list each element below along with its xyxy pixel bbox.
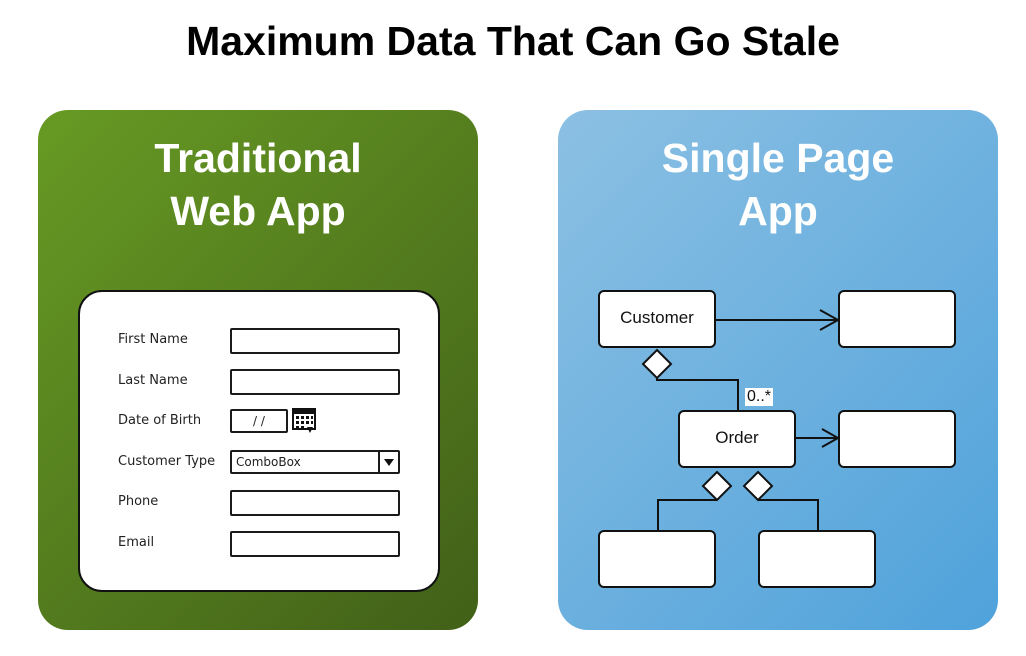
phone-field[interactable] — [230, 490, 400, 516]
order-composition-diamond-right — [742, 470, 774, 502]
phone-row: Phone — [118, 490, 438, 516]
customer-type-label: Customer Type — [118, 454, 216, 469]
first-name-row: First Name — [118, 328, 438, 354]
traditional-heading-line1: Traditional — [154, 135, 362, 181]
email-field[interactable] — [230, 531, 400, 557]
single-page-app-panel: Single Page App Customer Order 0..* — [558, 110, 998, 630]
customer-order-line — [656, 378, 739, 410]
traditional-web-app-panel: Traditional Web App First Name Last Name… — [38, 110, 478, 630]
order-composition-diamond-left — [701, 470, 733, 502]
last-name-label: Last Name — [118, 373, 188, 388]
dob-label: Date of Birth — [118, 413, 202, 428]
dob-row: Date of Birth / / — [118, 407, 438, 435]
customer-type-row: Customer Type ComboBox — [118, 450, 438, 476]
order-related-box — [838, 410, 956, 468]
form-mockup: First Name Last Name Date of Birth / / C — [78, 290, 440, 592]
customer-aggregation-diamond — [641, 348, 673, 380]
traditional-heading: Traditional Web App — [38, 132, 478, 238]
customer-class-label: Customer — [620, 308, 694, 327]
order-left-composition-line — [657, 499, 717, 530]
first-name-field[interactable] — [230, 328, 400, 354]
spa-heading-line1: Single Page — [661, 135, 895, 181]
phone-label: Phone — [118, 494, 159, 509]
order-child-box-right — [758, 530, 876, 588]
order-class-label: Order — [715, 428, 759, 447]
customer-type-combobox[interactable]: ComboBox — [230, 450, 400, 474]
order-right-composition-line — [758, 499, 819, 530]
spa-heading-line2: App — [738, 188, 818, 234]
customer-type-value: ComboBox — [236, 455, 301, 469]
email-row: Email — [118, 531, 438, 557]
order-child-box-left — [598, 530, 716, 588]
last-name-row: Last Name — [118, 369, 438, 395]
page-title: Maximum Data That Can Go Stale — [186, 18, 840, 64]
customer-class-box: Customer — [598, 290, 716, 348]
traditional-heading-line2: Web App — [170, 188, 346, 234]
dob-field[interactable]: / / — [230, 409, 288, 433]
first-name-label: First Name — [118, 332, 188, 347]
email-label: Email — [118, 535, 155, 550]
customer-related-box — [838, 290, 956, 348]
spa-heading: Single Page App — [558, 132, 998, 238]
order-class-box: Order — [678, 410, 796, 468]
multiplicity-label: 0..* — [745, 388, 774, 406]
last-name-field[interactable] — [230, 369, 400, 395]
dropdown-arrow-icon[interactable] — [378, 452, 398, 472]
calendar-icon[interactable] — [292, 407, 318, 435]
